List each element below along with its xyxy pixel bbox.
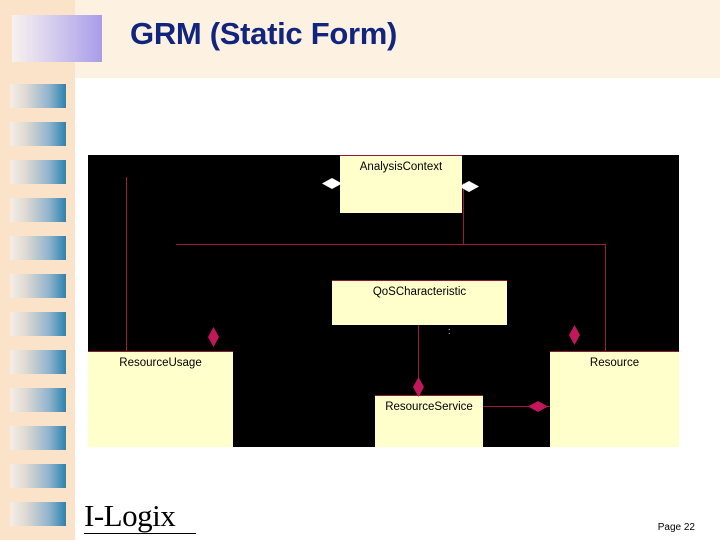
uml-class-name: QoSCharacteristic — [372, 286, 467, 298]
uml-class-resourceusage[interactable]: ResourceUsage — [88, 351, 233, 447]
uml-class-name: Resource — [589, 357, 640, 369]
sidebar-gradient-bar — [10, 464, 66, 488]
composition-diamond-resourceservice-icon — [413, 377, 424, 397]
link-resource-to-resourceservice — [483, 406, 553, 407]
link-resource-riser — [605, 244, 606, 356]
page-title: GRM (Static Form) — [130, 16, 398, 51]
purple-gradient-block — [12, 15, 102, 62]
aggregation-diamond-right-icon — [459, 181, 479, 192]
uml-class-resourceservice[interactable]: ResourceService — [375, 395, 483, 447]
aggregation-diamond-left-icon — [322, 178, 342, 189]
role-colon-marker: : — [448, 326, 451, 336]
left-decor-strip — [0, 0, 75, 540]
composition-diamond-resourceusage-icon — [208, 327, 219, 347]
sidebar-gradient-bar — [10, 236, 66, 260]
sidebar-gradient-bar — [10, 350, 66, 374]
uml-class-analysiscontext[interactable]: AnalysisContext — [340, 155, 462, 213]
sidebar-gradient-bar — [10, 426, 66, 450]
uml-class-qoscharacteristic[interactable]: QoSCharacteristic — [332, 280, 507, 325]
uml-class-name: AnalysisContext — [359, 161, 443, 173]
sidebar-gradient-bar — [10, 84, 66, 108]
header-band — [0, 0, 720, 78]
composition-diamond-resource-side-icon — [528, 401, 548, 412]
page-number: Page 22 — [657, 522, 695, 533]
ilogix-logo: I-Logix — [84, 498, 176, 533]
uml-class-name: ResourceUsage — [119, 357, 202, 369]
composition-diamond-resource-icon — [569, 325, 580, 345]
logo-underline — [84, 533, 196, 534]
sidebar-gradient-bar — [10, 312, 66, 336]
uml-class-diagram: AnalysisContext QoSCharacteristic Resour… — [88, 155, 679, 447]
sidebar-gradient-bar — [10, 160, 66, 184]
link-analysiscontext-drop — [463, 183, 464, 245]
sidebar-gradient-bar — [10, 122, 66, 146]
sidebar-gradient-bar — [10, 198, 66, 222]
link-analysiscontext-to-resourceusage-vertical — [126, 177, 127, 357]
link-analysiscontext-to-resource-horizontal — [176, 244, 606, 245]
sidebar-gradient-bar — [10, 502, 66, 526]
uml-class-resource[interactable]: Resource — [550, 351, 679, 447]
uml-class-name: ResourceService — [385, 401, 473, 413]
link-qoscharacteristic-to-resourceservice — [418, 323, 419, 398]
sidebar-gradient-bar — [10, 274, 66, 298]
sidebar-gradient-bar — [10, 388, 66, 412]
